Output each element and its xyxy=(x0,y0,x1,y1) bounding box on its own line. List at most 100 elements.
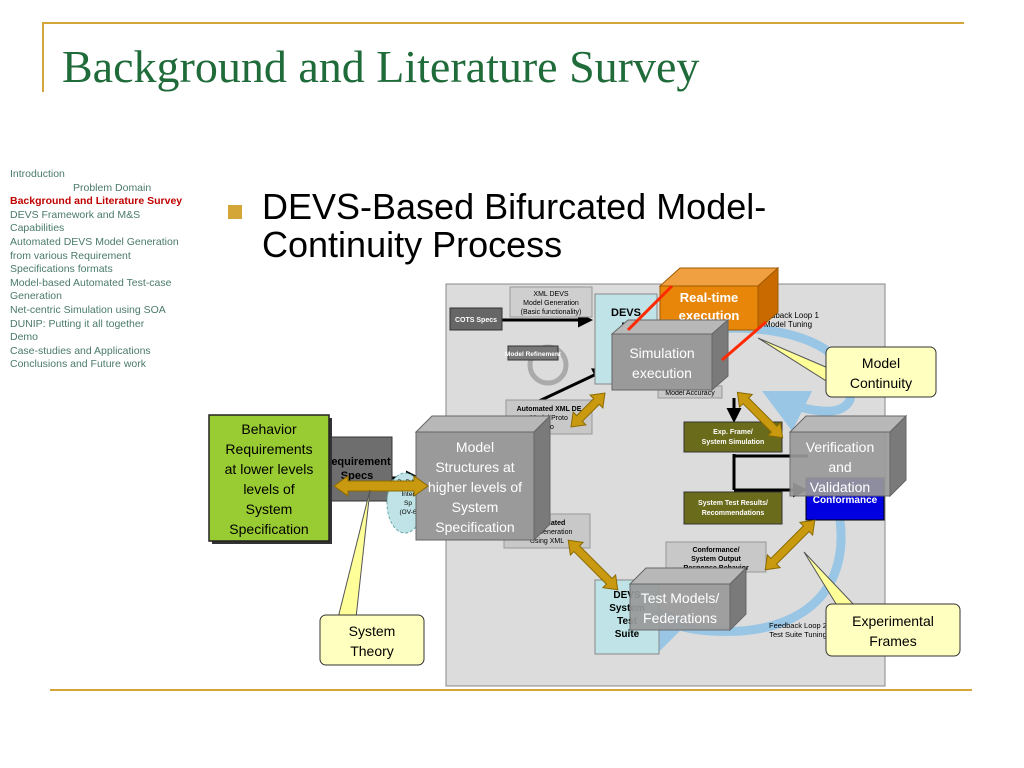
dodaf-l2: Inter xyxy=(401,491,415,498)
feedback-loop-2-l1: Feedback Loop 2 xyxy=(769,621,827,630)
automated-xml-l1: Automated XML DE xyxy=(517,406,582,413)
conformance-blue-label: Conformance xyxy=(813,495,878,506)
agenda-item: from various Requirement xyxy=(10,249,131,262)
slide-title: Background and Literature Survey xyxy=(62,41,700,92)
cots-specs-box xyxy=(449,307,503,331)
devs-test-suite-l2: System xyxy=(609,603,645,614)
system-test-results-box xyxy=(683,491,783,525)
gold-double-arrow xyxy=(333,475,429,497)
verification-l2: and xyxy=(828,459,851,475)
model-structures-l2: Structures at xyxy=(435,459,514,475)
agenda-item: DEVS Framework and M&S xyxy=(10,208,141,221)
model-structures-l3: higher levels of xyxy=(428,479,522,495)
agenda-item: Introduction xyxy=(10,168,65,180)
callout-experimental-l2: Frames xyxy=(869,633,916,649)
xml-devs-l3: (Basic functionality) xyxy=(521,309,582,316)
behavior-l3: at lower levels xyxy=(225,461,314,477)
agenda-item: Specifications formats xyxy=(10,263,113,276)
agenda-item: Case-studies and Applications xyxy=(10,344,151,357)
behavior-l4: levels of xyxy=(243,481,294,497)
realtime-l1: Real-time xyxy=(680,290,739,305)
agenda-item: Net-centric Simulation using SOA xyxy=(10,303,166,316)
behavior-requirements-block: Behavior Requirements at lower levels le… xyxy=(208,414,332,544)
gold-double-arrow xyxy=(764,519,816,571)
simulation-l1: Simulation xyxy=(629,345,694,361)
conformance-out-l1: Conformance/ xyxy=(692,547,739,554)
verification-l3: Validation xyxy=(810,479,870,495)
callout-model-continuity: Model Continuity xyxy=(757,337,937,398)
bullet-square-icon xyxy=(228,205,242,219)
gold-double-arrow xyxy=(567,539,619,591)
gold-double-arrow xyxy=(736,391,784,439)
top-rule xyxy=(42,22,964,24)
devs-test-suite-l4: Suite xyxy=(615,629,640,640)
agenda-item: Demo xyxy=(10,331,39,344)
conformance-out-box xyxy=(665,541,767,573)
system-test-results-l2: Recommendations xyxy=(702,510,765,517)
bullet-line-1: DEVS-Based Bifurcated Model- xyxy=(262,186,767,227)
conformance-out-l2: System Output xyxy=(691,556,741,563)
simulation-execution-block: Simulation execution xyxy=(610,318,730,392)
behavior-l2: Requirements xyxy=(225,441,312,457)
model-structures-l4: System xyxy=(452,499,499,515)
gold-double-arrow xyxy=(570,392,606,428)
bullet-line-2: Continuity Process xyxy=(262,224,563,265)
model-refinement-box xyxy=(507,345,559,361)
left-rule xyxy=(42,22,44,92)
devs-model-l1: DEVS xyxy=(611,307,641,319)
verification-l1: Verification xyxy=(806,439,874,455)
callout-system-theory-l2: Theory xyxy=(350,643,394,659)
behavior-l1: Behavior xyxy=(241,421,297,437)
xml-devs-l1: XML DEVS xyxy=(533,291,568,298)
requirement-specs-l2: Specs xyxy=(341,470,373,482)
model-structures-block: Model Structures at higher levels of Sys… xyxy=(414,414,552,542)
agenda-item: Generation xyxy=(10,290,62,303)
agenda-item: Background and Literature Survey xyxy=(10,195,183,208)
callout-experimental-frames: Experimental Frames xyxy=(803,551,961,657)
feedback-loop-1-l1: Feedback Loop 1 xyxy=(757,311,819,320)
exp-frame-l2: System Simulation xyxy=(702,439,765,446)
agenda-item: Model-based Automated Test-case xyxy=(10,276,172,289)
agenda-item: Problem Domain xyxy=(73,181,152,194)
agenda-item: Capabilities xyxy=(10,222,65,235)
red-arrow xyxy=(626,284,674,332)
test-models-block: Test Models/ Federations xyxy=(628,566,748,632)
xml-devs-box xyxy=(509,286,593,318)
automated-lower-l3: Using XML xyxy=(530,538,564,545)
bullet-text: DEVS-Based Bifurcated Model- Continuity … xyxy=(262,188,902,264)
behavior-l6: Specification xyxy=(229,521,308,537)
realtime-l2: execution xyxy=(679,308,740,323)
feedback-loop-1-l2: Model Tuning xyxy=(764,320,812,329)
cots-specs-label: COTS Specs xyxy=(455,317,497,324)
model-structures-l1: Model xyxy=(456,439,494,455)
system-test-results-l1: System Test Results/ xyxy=(698,500,768,507)
callout-model-continuity-l2: Continuity xyxy=(850,375,912,391)
red-arrow xyxy=(721,320,767,362)
devs-test-suite-l3: Test xyxy=(617,616,637,627)
bottom-rule xyxy=(50,689,972,691)
feedback-loop-2-l2: Test Suite Tuning xyxy=(769,630,827,639)
agenda-item: Conclusions and Future work xyxy=(10,358,146,371)
callout-system-theory-l1: System xyxy=(349,623,396,639)
simulation-l2: execution xyxy=(632,365,692,381)
xml-devs-l2: Model Generation xyxy=(523,300,579,307)
test-models-l2: Federations xyxy=(643,610,717,626)
automated-lower-l2: XML Generation xyxy=(522,529,573,536)
model-accuracy-label: Model Accuracy xyxy=(665,390,715,397)
test-models-l1: Test Models/ xyxy=(641,590,720,606)
requirement-specs-l1: Requirement xyxy=(323,456,391,468)
callout-experimental-l1: Experimental xyxy=(852,613,934,629)
exp-frame-l1: Exp. Frame/ xyxy=(713,429,753,436)
callout-system-theory: System Theory xyxy=(319,489,425,666)
devs-test-suite-l1: DEVS xyxy=(613,590,641,601)
model-structures-l5: Specification xyxy=(435,519,514,535)
agenda-item: DUNIP: Putting it all together xyxy=(10,317,145,330)
model-refinement-label: Model Refinement xyxy=(505,351,562,358)
agenda-item: Automated DEVS Model Generation xyxy=(10,235,179,248)
verification-validation-block: Verification and Validation xyxy=(788,414,908,498)
callout-model-continuity-l1: Model xyxy=(862,355,900,371)
behavior-l5: System xyxy=(246,501,293,517)
dodaf-l4: (OV-6 xyxy=(400,509,417,516)
